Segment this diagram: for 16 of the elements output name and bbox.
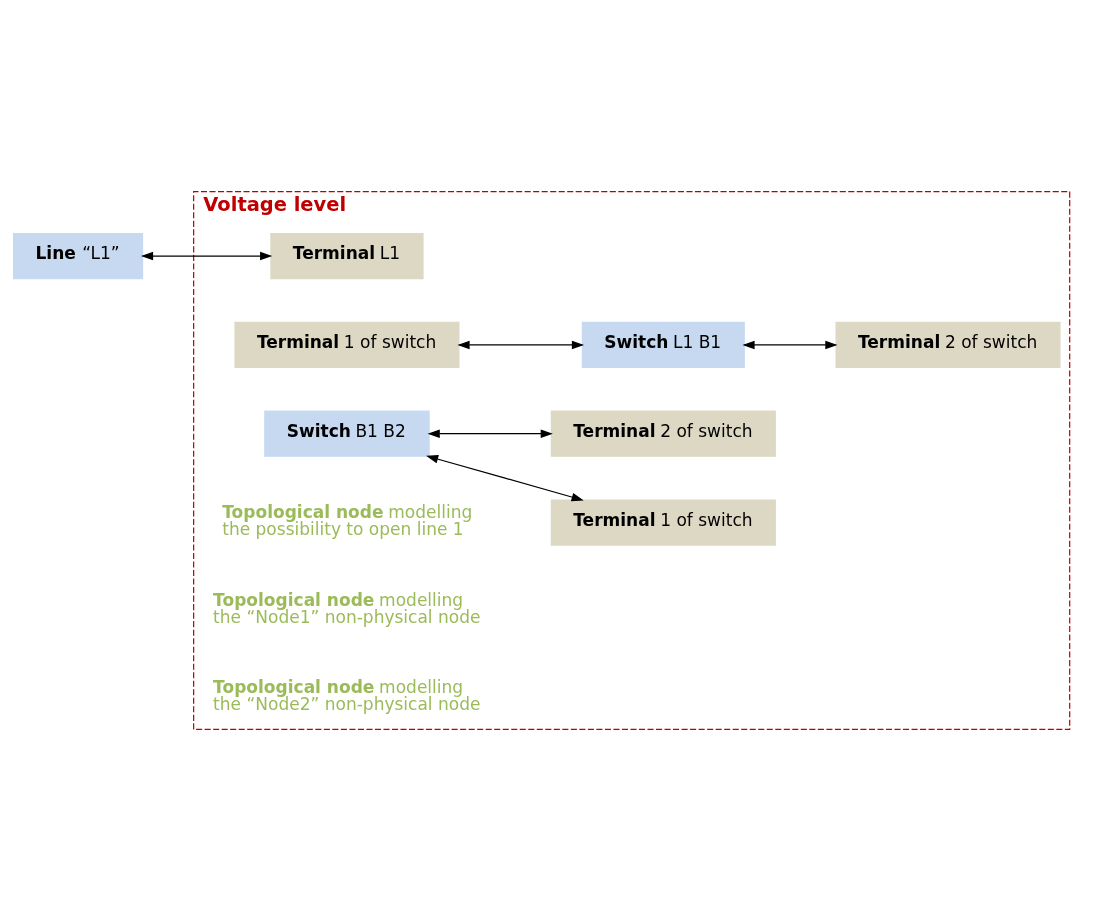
label: Topological node modelling the “Node2” non-physical node xyxy=(213,677,481,715)
node-box: Switch B1 B2 xyxy=(264,410,430,457)
node-box: Switch L1 B1 xyxy=(581,321,745,369)
node-box: Terminal 1 of switch xyxy=(550,499,776,546)
node-box: Terminal 2 of switch xyxy=(550,410,776,457)
label: Topological node modelling the possibility to open line 1 xyxy=(222,501,473,539)
arrow xyxy=(426,454,584,502)
node-box: Terminal L1 xyxy=(270,232,424,280)
label: Topological node modelling the “Node1” non-physical node xyxy=(213,589,481,627)
arrow xyxy=(140,251,273,261)
node-box: Terminal 2 of switch xyxy=(835,321,1061,369)
arrow xyxy=(742,340,838,350)
arrow xyxy=(457,340,585,350)
arrow xyxy=(427,429,553,438)
node-box: Line “L1” xyxy=(12,232,144,280)
node-box: Terminal 1 of switch xyxy=(234,321,460,369)
